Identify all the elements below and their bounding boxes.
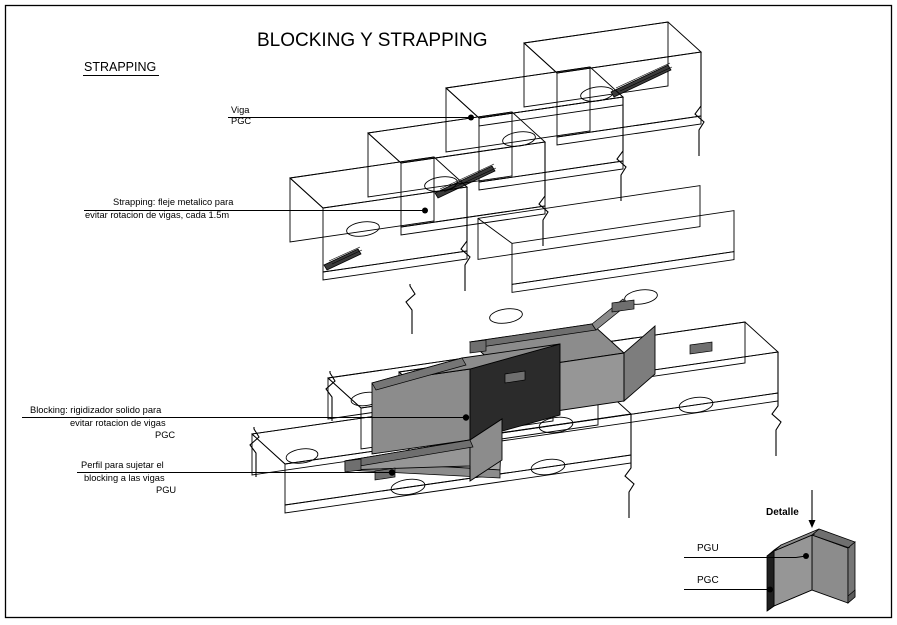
sheet-border — [4, 4, 893, 619]
detail-label: Detalle — [766, 507, 799, 518]
break-line — [405, 284, 416, 334]
web-opening — [285, 448, 319, 464]
web-opening — [489, 308, 523, 324]
web-opening — [530, 458, 566, 476]
detail-arrow-head — [808, 520, 816, 528]
strapping-assembly — [288, 21, 705, 291]
break-line — [538, 142, 549, 246]
blocking-note-line1: Blocking: rigidizador solido para — [30, 405, 162, 415]
perfil-note-line1: Perfil para sujetar el — [81, 460, 164, 470]
perfil-note-line3: PGU — [156, 485, 176, 495]
connector-tab — [689, 341, 713, 355]
blocking-assembly — [249, 185, 782, 518]
strapping-note-line1: Strapping: fleje metalico para — [113, 197, 234, 207]
annotation-viga: Viga PGC — [228, 105, 474, 126]
break-line — [616, 97, 627, 201]
detail-pgu-lip — [847, 589, 856, 604]
page-title: BLOCKING Y STRAPPING — [257, 30, 488, 51]
section-heading-strapping: STRAPPING — [84, 60, 156, 74]
connector-tab — [469, 339, 487, 354]
detail-callout-pgu: PGU — [697, 543, 719, 554]
perfil-note-line2: blocking a las vigas — [84, 473, 165, 483]
break-line — [460, 187, 471, 291]
strapping-bar-1 — [610, 62, 673, 98]
viga-label-line2: PGC — [231, 116, 251, 126]
web-opening — [390, 478, 426, 496]
beam-pgc-top — [522, 21, 705, 156]
annotation-perfil: Perfil para sujetar el blocking a las vi… — [77, 460, 396, 495]
beam-pgc-lower — [366, 111, 549, 246]
break-line — [771, 352, 782, 456]
break-line — [694, 52, 705, 156]
break-line — [249, 427, 260, 477]
leader-dot-detail-pgc — [767, 586, 773, 593]
blocking-note-line2: evitar rotacion de vigas — [70, 418, 166, 428]
connector-tab — [611, 299, 635, 313]
break-line — [325, 371, 336, 421]
annotation-strapping: Strapping: fleje metalico para evitar ro… — [84, 197, 428, 220]
leader-dot-strapping — [422, 207, 428, 214]
leader-dot-blocking — [462, 414, 470, 421]
web-opening — [624, 289, 658, 305]
beam-pgc-bottom-left — [288, 156, 471, 291]
strapping-note-line2: evitar rotacion de vigas, cada 1.5m — [85, 210, 229, 220]
blocking-note-line3: PGC — [155, 430, 175, 440]
leader-dot-viga — [468, 114, 474, 121]
leader-dot-perfil — [388, 469, 396, 476]
viga-label-line1: Viga — [231, 105, 250, 115]
blocking-panel-lower-pgu — [344, 418, 503, 482]
beam-pgc-blocking-top — [405, 185, 735, 334]
blocking-panel-dark-pgc — [371, 343, 561, 455]
connector-tab — [504, 370, 526, 384]
strapping-bar-3 — [323, 246, 363, 271]
leader-dot-detail-pgu — [803, 553, 809, 559]
detail-pgc-end-face — [766, 550, 775, 612]
beam-pgc-middle — [444, 66, 627, 201]
detail-pgc-end-top — [766, 544, 782, 557]
annotation-blocking: Blocking: rigidizador solido para evitar… — [22, 405, 470, 440]
web-opening — [346, 221, 380, 237]
detail-view: Detalle PGU PGC — [684, 490, 856, 612]
detail-callout-pgc: PGC — [697, 575, 719, 586]
break-line — [624, 414, 635, 518]
web-opening — [678, 396, 714, 414]
